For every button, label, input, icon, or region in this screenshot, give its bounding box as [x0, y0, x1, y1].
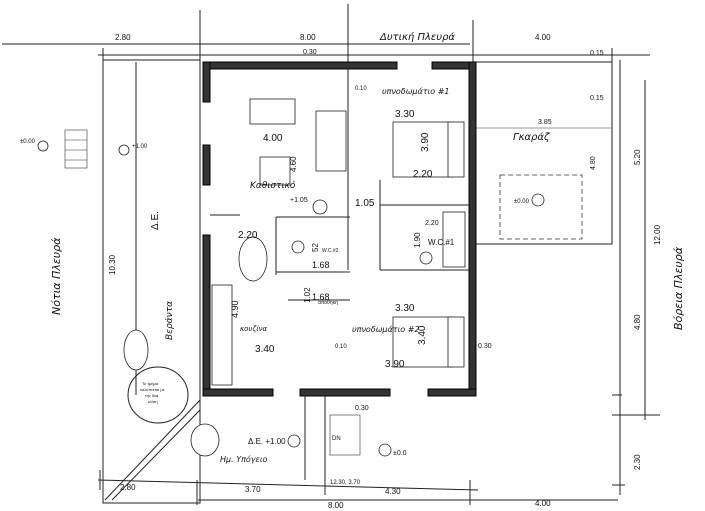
storage-label: αποθήκη	[318, 299, 338, 306]
interior-walls	[210, 69, 469, 301]
bedroom2-dim: 3.90	[385, 359, 405, 370]
side-south-label: Νότια Πλευρά	[50, 237, 63, 315]
wall-note: 0.10	[355, 86, 367, 92]
garage-outline	[475, 61, 613, 245]
living-level: +1.05	[290, 197, 308, 204]
storage-dim: 1.02	[303, 287, 312, 303]
wall-note: 0.30	[478, 343, 492, 350]
dim-top-3: 4.00	[535, 33, 551, 42]
veranda-de-label: Δ.Ε.	[150, 211, 161, 230]
kitchen-height: 4.90	[230, 300, 240, 318]
bedroom2-height: 3.40	[417, 325, 428, 345]
hall-width: 1.05	[355, 198, 375, 209]
veranda-label: Βεράντα	[165, 301, 175, 340]
dim-bottom-5: 4.00	[535, 499, 551, 508]
note-line: κλίση	[148, 399, 158, 404]
room-living-label: Καθιστικό	[250, 180, 296, 191]
wc1-dim: 2.20	[425, 220, 439, 227]
dim-top-1: 2.80	[115, 33, 131, 42]
level-marker: +1.00	[132, 144, 148, 150]
wc1-label: W.C.#1	[428, 238, 455, 247]
stairs-down	[329, 414, 361, 456]
side-north-label: Βόρεια Πλευρά	[672, 246, 685, 330]
note-bubble	[127, 366, 189, 424]
dim-left-1: 10.30	[108, 254, 117, 275]
wall-note: 0.30	[355, 405, 369, 412]
kitchen-width: 3.40	[255, 344, 275, 355]
wall-note: 0.15	[590, 95, 604, 102]
entry-steps	[64, 129, 88, 169]
bedroom1-height: 3.90	[420, 132, 431, 152]
dim-right-1: 5.20	[633, 149, 642, 165]
dim-right-2: 12.00	[653, 224, 662, 245]
dim-bottom-2: 3.70	[245, 485, 261, 494]
room-kitchen-label: κουζίνα	[240, 325, 268, 333]
dim-bottom-4: 8.00	[328, 501, 344, 510]
bedroom2-width: 3.30	[395, 303, 415, 314]
bottom-note: 12.30, 3.70	[330, 480, 361, 486]
wc1-dim: 1.90	[413, 232, 422, 248]
wc2-dim: 1.68	[312, 260, 330, 270]
dimension-lines	[2, 4, 660, 505]
note-line: την ίδια	[145, 393, 159, 398]
note-line: Το τμήμα	[142, 381, 159, 386]
living-height: 4.60	[289, 156, 298, 172]
room-garage-label: Γκαράζ	[513, 131, 550, 143]
garage-height: 4.80	[590, 156, 597, 170]
room-bedroom1-label: υπνοδωμάτιο #1	[382, 87, 450, 96]
stairs-label: DN	[332, 436, 341, 442]
furniture	[37, 98, 545, 457]
ramp-line	[104, 399, 201, 501]
garage-level: ±0.00	[514, 199, 530, 205]
storage-dim: 1.68	[312, 292, 330, 302]
dim-right-3: 4.80	[633, 314, 642, 330]
dim-bottom-3: 4.30	[385, 487, 401, 496]
side-west-label: Δυτική Πλευρά	[379, 31, 455, 43]
dim-bottom-1: 2.80	[120, 483, 136, 492]
dim-top-2: 8.00	[300, 33, 316, 42]
note-line: καλύπτεται με	[140, 387, 165, 392]
wall-note: 0.10	[335, 344, 347, 350]
room-bedroom2-label: υπνοδωμάτιο #2	[352, 325, 420, 334]
exterior-walls	[202, 61, 477, 397]
level-marker: ±0.00	[20, 139, 36, 145]
wc2-dim: 52	[311, 243, 320, 252]
wall-note: 0.30	[303, 49, 317, 56]
wall-note: 0.15	[590, 50, 604, 57]
veranda-outline	[102, 59, 201, 504]
car-space	[499, 174, 583, 240]
dining-width: 2.20	[238, 230, 258, 241]
bedroom1-width: 3.30	[395, 109, 415, 120]
level-marker: ±0.0	[393, 450, 407, 457]
garage-width: 3.85	[538, 119, 552, 126]
dim-right-4: 2.30	[633, 454, 642, 470]
basement-label: Ημ. Υπόγειο	[220, 454, 268, 464]
level-marker: Δ.Ε. +1.00	[248, 437, 286, 446]
bedroom1-dim: 2.20	[413, 169, 433, 180]
living-width: 4.00	[263, 133, 283, 144]
wc2-label: W.C.#2	[322, 248, 339, 254]
